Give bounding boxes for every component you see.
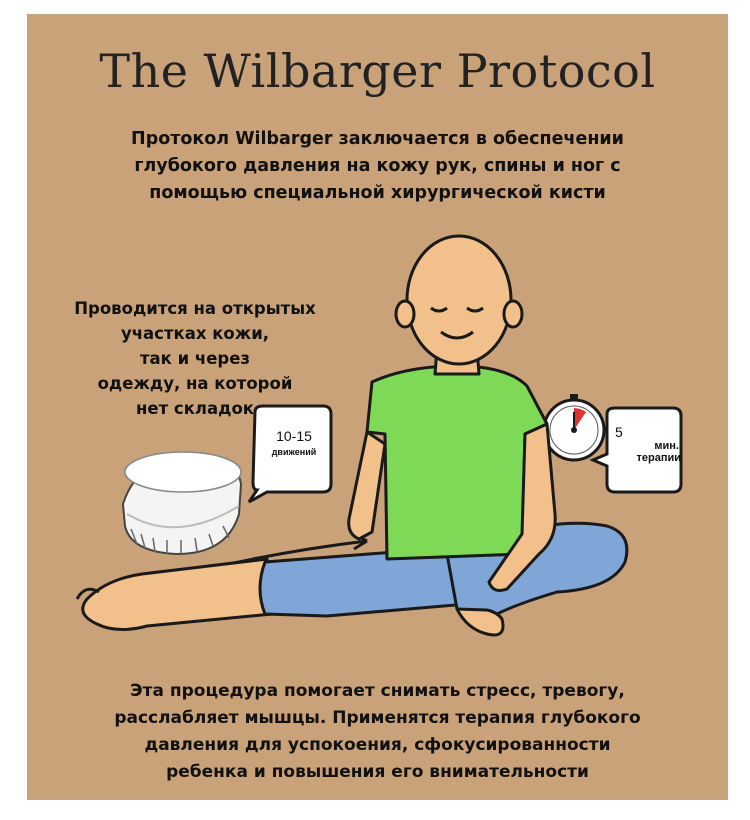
- side-note-line: участках кожи,: [120, 324, 270, 343]
- brush-count: 10-15: [276, 428, 312, 444]
- timer-count: 5: [615, 424, 623, 440]
- side-note: Проводится на открытых участках кожи, та…: [35, 296, 355, 421]
- timer-unit-line1: мин.: [654, 440, 679, 452]
- bottom-line: Эта процедура помогает снимать стресс, т…: [130, 681, 625, 701]
- timer-unit-line2: терапии: [636, 452, 681, 464]
- timer-speech-bubble: [589, 406, 683, 494]
- bottom-line: ребенка и повышения его внимательности: [166, 762, 589, 782]
- bottom-line: давления для успокоения, сфокусированнос…: [144, 735, 611, 755]
- surgical-brush-icon: [121, 451, 243, 556]
- side-note-line: Проводится на открытых: [74, 299, 316, 318]
- intro-line: помощью специальной хирургической кисти: [149, 183, 606, 203]
- timer-icon: [542, 394, 606, 462]
- brush-unit: движений: [271, 447, 317, 457]
- side-note-line: одежду, на которой: [97, 374, 293, 393]
- brush-speech-bubble: [247, 404, 333, 504]
- intro-text: Протокол Wilbarger заключается в обеспеч…: [37, 126, 718, 207]
- brush-bubble-text: 10-15 движений: [259, 428, 329, 457]
- intro-line: глубокого давления на кожу рук, спины и …: [134, 156, 621, 176]
- timer-bubble-text: 5 мин. терапии: [611, 424, 683, 464]
- page-title: The Wilbarger Protocol: [99, 44, 656, 98]
- poster: The Wilbarger Protocol Протокол Wilbarge…: [27, 14, 728, 800]
- bottom-text: Эта процедура помогает снимать стресс, т…: [27, 678, 728, 786]
- side-note-line: так и через: [139, 349, 251, 368]
- intro-line: Протокол Wilbarger заключается в обеспеч…: [131, 129, 624, 149]
- side-note-line: нет складок: [136, 399, 254, 418]
- illustration: [75, 234, 683, 637]
- bottom-line: расслабляет мышцы. Применятся терапия гл…: [114, 708, 641, 728]
- child-figure-illustration: [75, 234, 629, 637]
